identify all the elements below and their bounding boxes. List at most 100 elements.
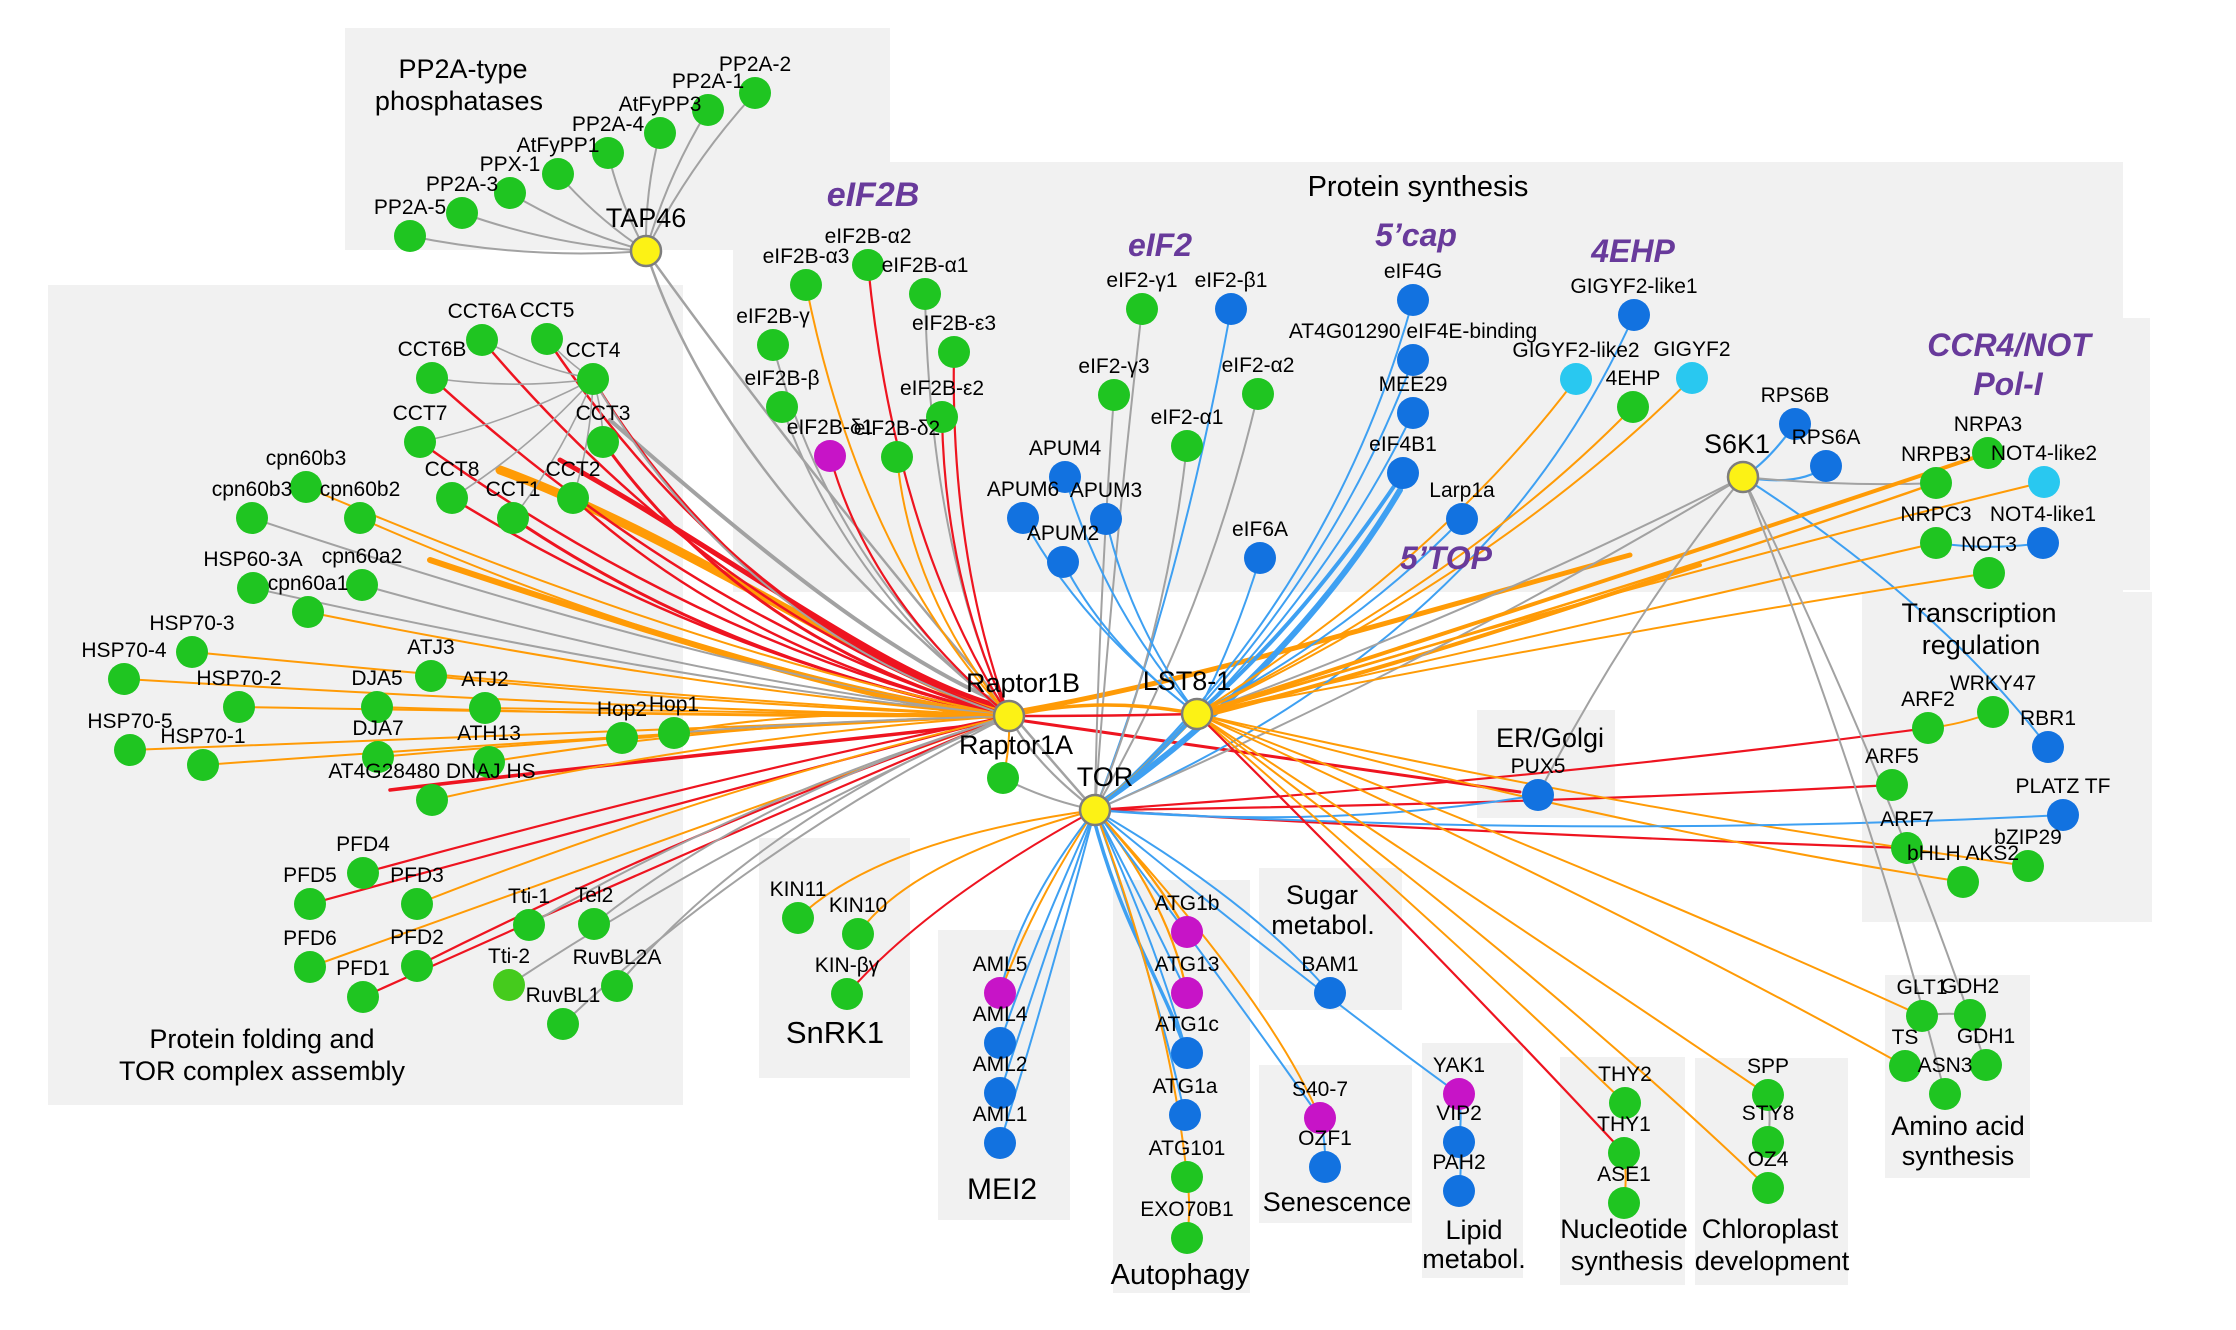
node-Hop2[interactable] <box>606 722 638 754</box>
node-CCT6B[interactable] <box>416 362 448 394</box>
node-CCT7[interactable] <box>404 426 436 458</box>
node-GIGYF2-like2[interactable] <box>1560 363 1592 395</box>
node-ATG1c[interactable] <box>1171 1037 1203 1069</box>
node-KIN-βγ[interactable] <box>831 978 863 1010</box>
node-ARF2[interactable] <box>1912 712 1944 744</box>
node-EXO70B1[interactable] <box>1171 1222 1203 1254</box>
node-AML4[interactable] <box>984 1027 1016 1059</box>
node-eIF6A[interactable] <box>1244 542 1276 574</box>
node-PP2A-4[interactable] <box>592 137 624 169</box>
node-PP2A-2[interactable] <box>739 77 771 109</box>
node-APUM3[interactable] <box>1090 503 1122 535</box>
node-APUM2[interactable] <box>1047 546 1079 578</box>
node-HSP60-3A[interactable] <box>237 572 269 604</box>
node-OZF1[interactable] <box>1309 1151 1341 1183</box>
node-eIF2B-β[interactable] <box>766 391 798 423</box>
node-ARF5[interactable] <box>1876 769 1908 801</box>
node-TOR[interactable] <box>1078 793 1112 827</box>
node-ARF7[interactable] <box>1891 832 1923 864</box>
node-CCT4[interactable] <box>577 363 609 395</box>
node-bZIP29[interactable] <box>2012 850 2044 882</box>
node-RPS6A[interactable] <box>1810 450 1842 482</box>
node-GDH2[interactable] <box>1954 999 1986 1031</box>
node-ASE1[interactable] <box>1608 1187 1640 1219</box>
node-AML5[interactable] <box>984 977 1016 1009</box>
node-HSP70-3[interactable] <box>176 636 208 668</box>
node-S6K1[interactable] <box>1726 460 1760 494</box>
node-S40-7[interactable] <box>1304 1102 1336 1134</box>
node-OZ4[interactable] <box>1752 1172 1784 1204</box>
node-APUM6[interactable] <box>1007 502 1039 534</box>
node-Raptor1A[interactable] <box>987 762 1019 794</box>
node-NRPB3[interactable] <box>1920 467 1952 499</box>
node-LST8-1[interactable] <box>1180 697 1214 731</box>
node-cpn60a1[interactable] <box>292 596 324 628</box>
node-DJA5[interactable] <box>361 691 393 723</box>
node-Hop1[interactable] <box>658 717 690 749</box>
node-CCT2[interactable] <box>557 482 589 514</box>
node-eIF2B-α1[interactable] <box>909 278 941 310</box>
node-CCT5[interactable] <box>531 323 563 355</box>
node-AT4G28480[interactable] <box>416 784 448 816</box>
node-PFD1[interactable] <box>347 981 379 1013</box>
node-eIF2B-ε3[interactable] <box>938 336 970 368</box>
node-ATJ3[interactable] <box>415 660 447 692</box>
node-HSP70-1[interactable] <box>187 749 219 781</box>
node-RuvBL2A[interactable] <box>601 970 633 1002</box>
node-RBR1[interactable] <box>2032 731 2064 763</box>
node-eIF2B-δ1[interactable] <box>814 440 846 472</box>
node-Tel2[interactable] <box>578 908 610 940</box>
node-TS[interactable] <box>1889 1050 1921 1082</box>
node-GDH1[interactable] <box>1970 1049 2002 1081</box>
node-eIF2-β1[interactable] <box>1215 293 1247 325</box>
node-PFD6[interactable] <box>294 951 326 983</box>
node-ATJ2[interactable] <box>469 692 501 724</box>
node-AtFyPP3[interactable] <box>644 117 676 149</box>
node-APUM4[interactable] <box>1049 461 1081 493</box>
node-NOT3[interactable] <box>1973 557 2005 589</box>
node-cpn60b3[interactable] <box>290 471 322 503</box>
node-ATG1b[interactable] <box>1171 916 1203 948</box>
node-cpn60b3b[interactable] <box>236 502 268 534</box>
node-ATG1a[interactable] <box>1169 1099 1201 1131</box>
node-eIF2B-α2[interactable] <box>852 249 884 281</box>
node-Tti-2[interactable] <box>493 969 525 1001</box>
node-PLATZ[interactable] <box>2047 799 2079 831</box>
node-PP2A-1[interactable] <box>692 94 724 126</box>
node-Larp1a[interactable] <box>1446 503 1478 535</box>
node-YAK1[interactable] <box>1443 1078 1475 1110</box>
node-eIF2B-γ[interactable] <box>757 329 789 361</box>
node-ATG13[interactable] <box>1171 977 1203 1009</box>
node-NRPA3[interactable] <box>1972 437 2004 469</box>
node-KIN10[interactable] <box>842 918 874 950</box>
node-KIN11[interactable] <box>782 902 814 934</box>
node-PFD3[interactable] <box>401 888 433 920</box>
node-4EHP[interactable] <box>1617 391 1649 423</box>
node-Tti-1[interactable] <box>513 909 545 941</box>
node-THY1[interactable] <box>1608 1137 1640 1169</box>
node-eIF4G[interactable] <box>1397 284 1429 316</box>
node-PFD4[interactable] <box>347 857 379 889</box>
node-PAH2[interactable] <box>1443 1175 1475 1207</box>
node-DJA7[interactable] <box>362 741 394 773</box>
node-ATG101[interactable] <box>1171 1161 1203 1193</box>
node-GIGYF2[interactable] <box>1676 362 1708 394</box>
node-NOT4-like2[interactable] <box>2028 466 2060 498</box>
node-SPP[interactable] <box>1752 1079 1784 1111</box>
node-eIF4E-binding[interactable] <box>1397 344 1429 376</box>
node-CCT8[interactable] <box>436 482 468 514</box>
node-TAP46[interactable] <box>629 234 663 268</box>
node-GIGYF2-like1[interactable] <box>1618 299 1650 331</box>
node-CCT1[interactable] <box>497 502 529 534</box>
node-cpn60a2[interactable] <box>346 569 378 601</box>
node-HSP70-2[interactable] <box>223 691 255 723</box>
node-ASN3[interactable] <box>1929 1078 1961 1110</box>
node-PP2A-3[interactable] <box>446 197 478 229</box>
node-CCT3[interactable] <box>587 426 619 458</box>
node-eIF2-γ3[interactable] <box>1098 379 1130 411</box>
node-AML1[interactable] <box>984 1127 1016 1159</box>
node-cpn60b2[interactable] <box>344 502 376 534</box>
node-BAM1[interactable] <box>1314 977 1346 1009</box>
node-RuvBL1[interactable] <box>547 1008 579 1040</box>
node-CCT6A[interactable] <box>466 324 498 356</box>
